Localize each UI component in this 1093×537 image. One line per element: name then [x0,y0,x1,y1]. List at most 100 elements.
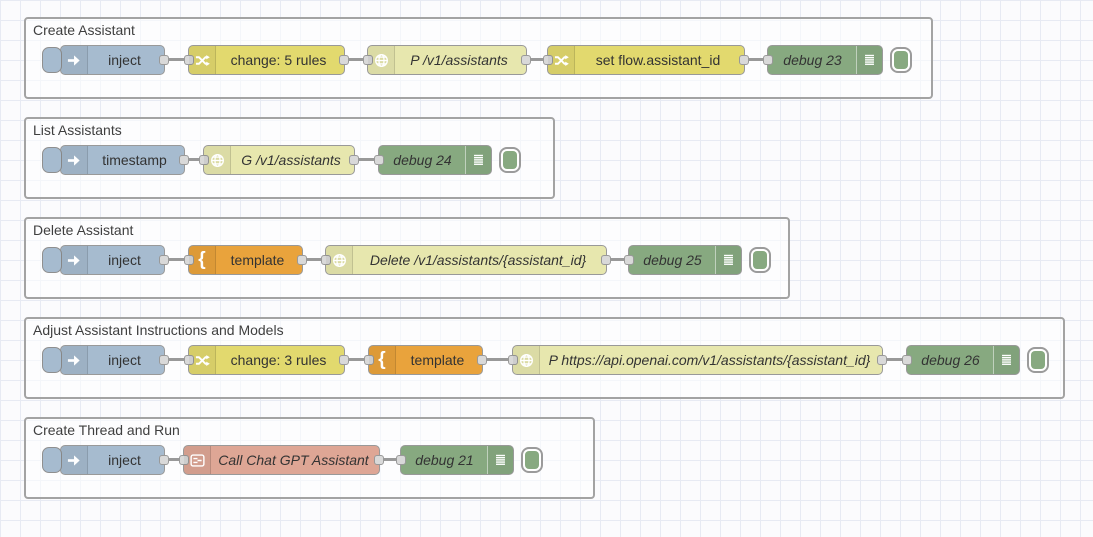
globe-icon [368,46,395,74]
input-port[interactable] [363,55,373,65]
shuffle-icon [189,346,216,374]
wire[interactable] [376,458,404,461]
debug-node[interactable]: debug 21 [396,445,543,475]
output-port[interactable] [159,255,169,265]
debug-output-icon [487,446,513,474]
wire[interactable] [299,258,329,261]
output-port[interactable] [179,155,189,165]
inject-button[interactable] [42,347,62,373]
inject-arrow-icon [61,446,88,474]
node-label: debug 24 [393,152,452,168]
input-port[interactable] [364,355,374,365]
input-port[interactable] [624,255,634,265]
wire[interactable] [479,358,512,361]
group-label: Create Thread and Run [33,422,180,438]
input-port[interactable] [374,155,384,165]
subflow-node-call-chat-gpt-assistant[interactable]: Call Chat GPT Assistant [179,445,384,475]
subflow-icon [184,446,211,474]
input-port[interactable] [902,355,912,365]
input-port[interactable] [543,55,553,65]
debug-output-icon [465,146,491,174]
debug-node[interactable]: debug 25 [624,245,771,275]
http-request-node[interactable]: P https://api.openai.com/v1/assistants/{… [508,345,887,375]
input-port[interactable] [763,55,773,65]
debug-node[interactable]: debug 23 [763,45,912,75]
output-port[interactable] [521,55,531,65]
node-label: inject [108,352,141,368]
inject-button[interactable] [42,447,62,473]
curly-brace-icon: { [189,246,216,274]
inject-arrow-icon [61,246,88,274]
input-port[interactable] [179,455,189,465]
wire[interactable] [181,158,207,161]
inject-node[interactable]: inject [42,345,169,375]
wire[interactable] [523,58,551,61]
debug-output-icon [856,46,882,74]
wire[interactable] [341,58,371,61]
wire[interactable] [341,358,372,361]
http-request-node[interactable]: Delete /v1/assistants/{assistant_id} [321,245,611,275]
inject-node[interactable]: inject [42,45,169,75]
input-port[interactable] [184,55,194,65]
output-port[interactable] [349,155,359,165]
node-label: inject [108,252,141,268]
output-port[interactable] [159,455,169,465]
debug-node[interactable]: debug 24 [374,145,521,175]
inject-button[interactable] [42,47,62,73]
node-label: debug 25 [643,252,702,268]
node-label: debug 23 [783,52,842,68]
debug-node[interactable]: debug 26 [902,345,1049,375]
template-node[interactable]: { template [184,245,307,275]
input-port[interactable] [508,355,518,365]
debug-output-icon [993,346,1019,374]
inject-node[interactable]: inject [42,245,169,275]
node-label: debug 26 [921,352,980,368]
output-port[interactable] [297,255,307,265]
output-port[interactable] [339,55,349,65]
wire[interactable] [161,358,192,361]
input-port[interactable] [321,255,331,265]
debug-toggle-button[interactable] [499,147,521,173]
wire[interactable] [161,58,192,61]
debug-toggle-button[interactable] [1027,347,1049,373]
inject-button[interactable] [42,147,62,173]
node-label: template [410,352,465,368]
input-port[interactable] [184,355,194,365]
output-port[interactable] [877,355,887,365]
input-port[interactable] [184,255,194,265]
change-node[interactable]: change: 3 rules [184,345,349,375]
wire[interactable] [603,258,632,261]
group-label: Delete Assistant [33,222,134,238]
change-node[interactable]: set flow.assistant_id [543,45,749,75]
output-port[interactable] [339,355,349,365]
debug-toggle-button[interactable] [890,47,912,73]
wire[interactable] [161,458,187,461]
node-label: template [230,252,285,268]
output-port[interactable] [159,55,169,65]
output-port[interactable] [374,455,384,465]
inject-node[interactable]: timestamp [42,145,189,175]
input-port[interactable] [396,455,406,465]
wire[interactable] [741,58,771,61]
change-node[interactable]: change: 5 rules [184,45,349,75]
debug-toggle-button[interactable] [521,447,543,473]
output-port[interactable] [159,355,169,365]
wire[interactable] [351,158,382,161]
output-port[interactable] [739,55,749,65]
http-request-node[interactable]: G /v1/assistants [199,145,359,175]
shuffle-icon [548,46,575,74]
template-node[interactable]: { template [364,345,487,375]
wire[interactable] [161,258,192,261]
node-label: G /v1/assistants [241,152,341,168]
debug-toggle-button[interactable] [749,247,771,273]
inject-button[interactable] [42,247,62,273]
http-request-node[interactable]: P /v1/assistants [363,45,531,75]
inject-arrow-icon [61,146,88,174]
input-port[interactable] [199,155,209,165]
inject-node[interactable]: inject [42,445,169,475]
output-port[interactable] [601,255,611,265]
wire[interactable] [879,358,910,361]
node-label: P https://api.openai.com/v1/assistants/{… [548,352,871,368]
output-port[interactable] [477,355,487,365]
